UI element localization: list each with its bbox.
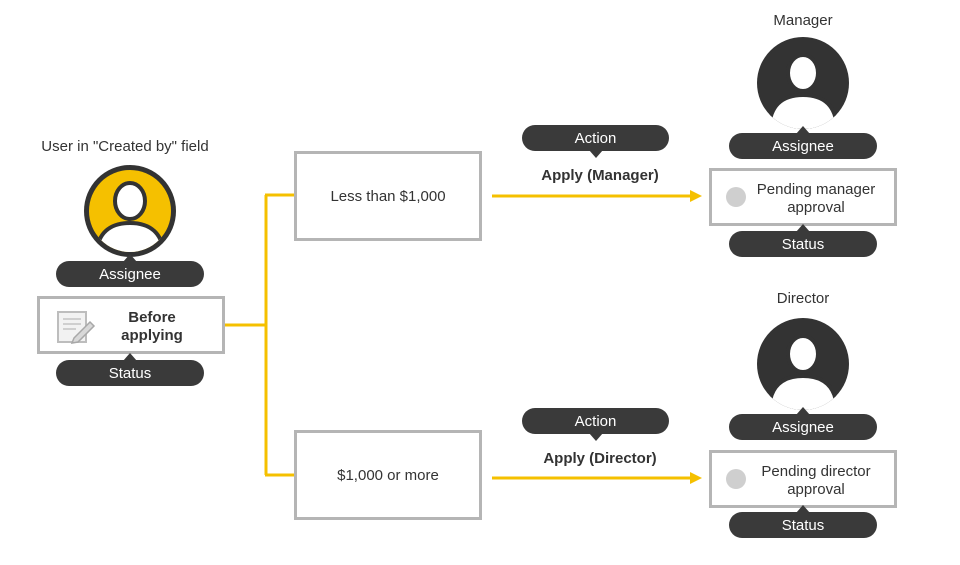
- director-status-text-line2: approval: [787, 481, 845, 498]
- condition-text-under-1000: Less than $1,000: [330, 187, 446, 205]
- document-pencil-icon: [57, 311, 96, 344]
- manager-status-text-line1: Pending manager: [756, 181, 876, 198]
- creator-assignee-badge: Assignee: [56, 254, 204, 287]
- condition-box-1000-or-more: $1,000 or more: [294, 430, 482, 520]
- creator-status-text-line2: applying: [121, 327, 183, 344]
- condition-box-under-1000: Less than $1,000: [294, 151, 482, 241]
- status-dot-icon: [726, 469, 746, 489]
- creator-status-box: Before applying: [37, 296, 225, 354]
- manager-assignee-badge: Assignee: [729, 126, 877, 159]
- action-badge-director: Action: [522, 408, 669, 441]
- manager-status-text-line2: approval: [787, 199, 845, 216]
- director-status-badge: Status: [729, 505, 877, 538]
- creator-status-badge: Status: [56, 353, 204, 386]
- manager-caption: Manager: [773, 12, 833, 29]
- action-text-director: Apply (Director): [543, 450, 657, 467]
- user-silhouette-icon: [757, 37, 849, 129]
- creator-status-text-line1: Before: [128, 309, 176, 326]
- user-silhouette-icon: [84, 165, 176, 257]
- director-assignee-badge: Assignee: [729, 407, 877, 440]
- director-caption: Director: [776, 290, 830, 307]
- condition-text-1000-or-more: $1,000 or more: [337, 466, 439, 484]
- arrowhead-branch-2: [690, 472, 702, 484]
- status-dot-icon: [726, 187, 746, 207]
- creator-caption: User in "Created by" field: [41, 138, 209, 155]
- manager-status-badge: Status: [729, 224, 877, 257]
- director-status-text-line1: Pending director: [761, 463, 871, 480]
- director-status-box: Pending director approval: [709, 450, 897, 508]
- action-badge-manager: Action: [522, 125, 669, 158]
- action-text-manager: Apply (Manager): [541, 167, 659, 184]
- arrowhead-branch-1: [690, 190, 702, 202]
- manager-status-box: Pending manager approval: [709, 168, 897, 226]
- user-silhouette-icon: [757, 318, 849, 410]
